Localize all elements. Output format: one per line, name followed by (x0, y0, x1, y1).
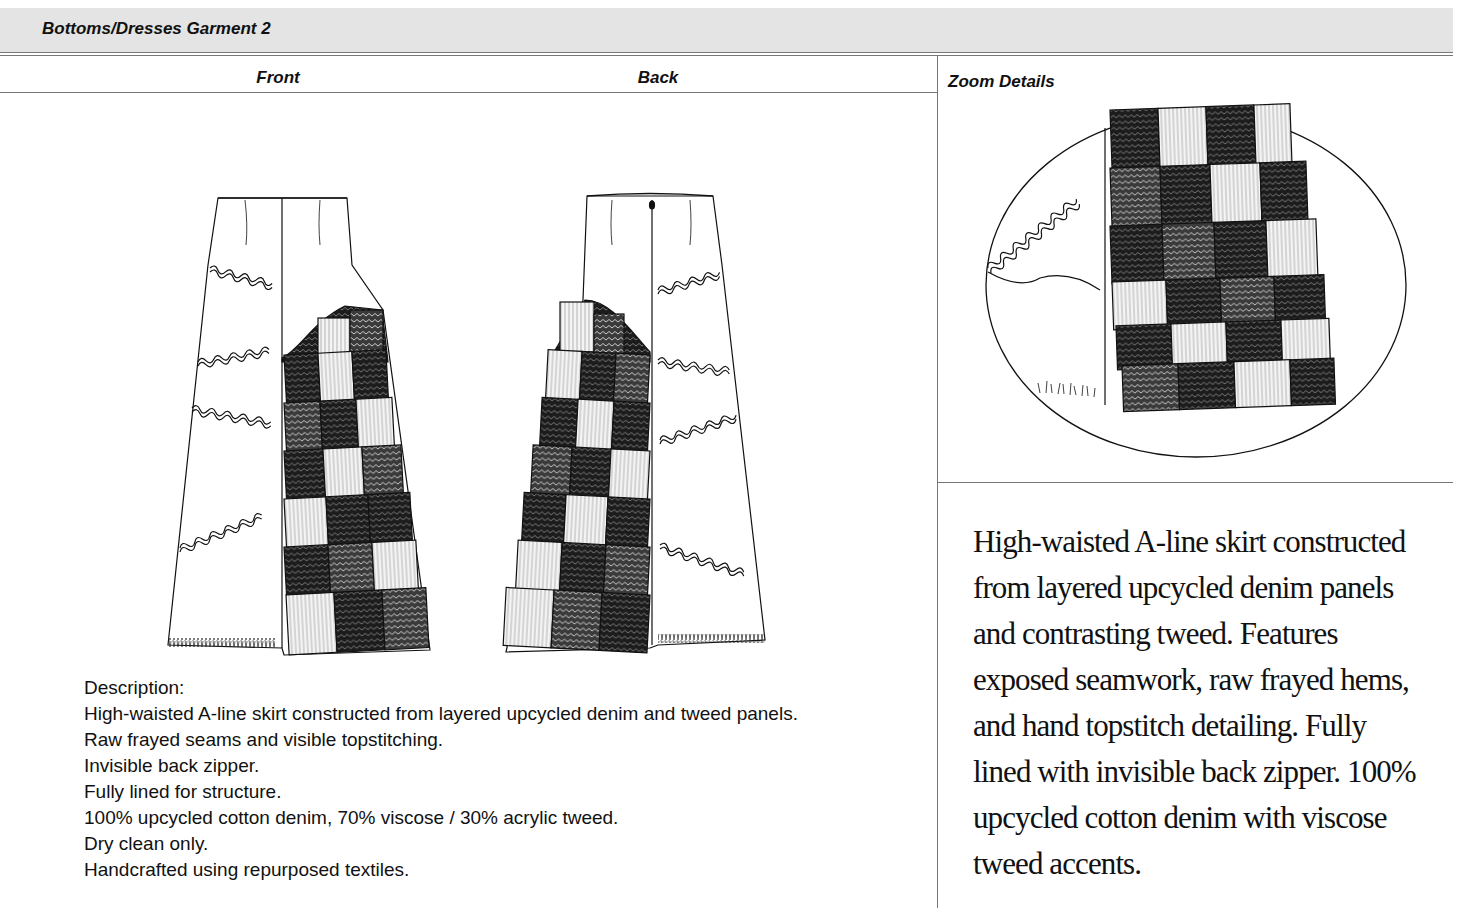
description-line: Handcrafted using repurposed textiles. (84, 858, 934, 882)
header-band: Bottoms/Dresses Garment 2 (0, 8, 1453, 52)
description-line: Invisible back zipper. (84, 754, 934, 778)
description-line: 100% upcycled cotton denim, 70% viscose … (84, 806, 934, 830)
view-label: Back (608, 66, 708, 90)
panel-heading: Zoom Details (948, 72, 1055, 92)
zoom-panel: Zoom Details (937, 56, 1453, 482)
description-line: High-waisted A-line skirt constructed fr… (84, 702, 934, 726)
description-line: Fully lined for structure. (84, 780, 934, 804)
view-label: Front (228, 66, 328, 90)
summary-panel: High-waisted A-line skirt constructed fr… (937, 483, 1453, 908)
description-line: Raw frayed seams and visible topstitchin… (84, 728, 934, 752)
header-title: Bottoms/Dresses Garment 2 (42, 19, 1466, 39)
description-line: Dry clean only. (84, 832, 934, 856)
panel-text: High-waisted A-line skirt constructed fr… (973, 519, 1425, 887)
description-heading: Description: (84, 676, 934, 700)
